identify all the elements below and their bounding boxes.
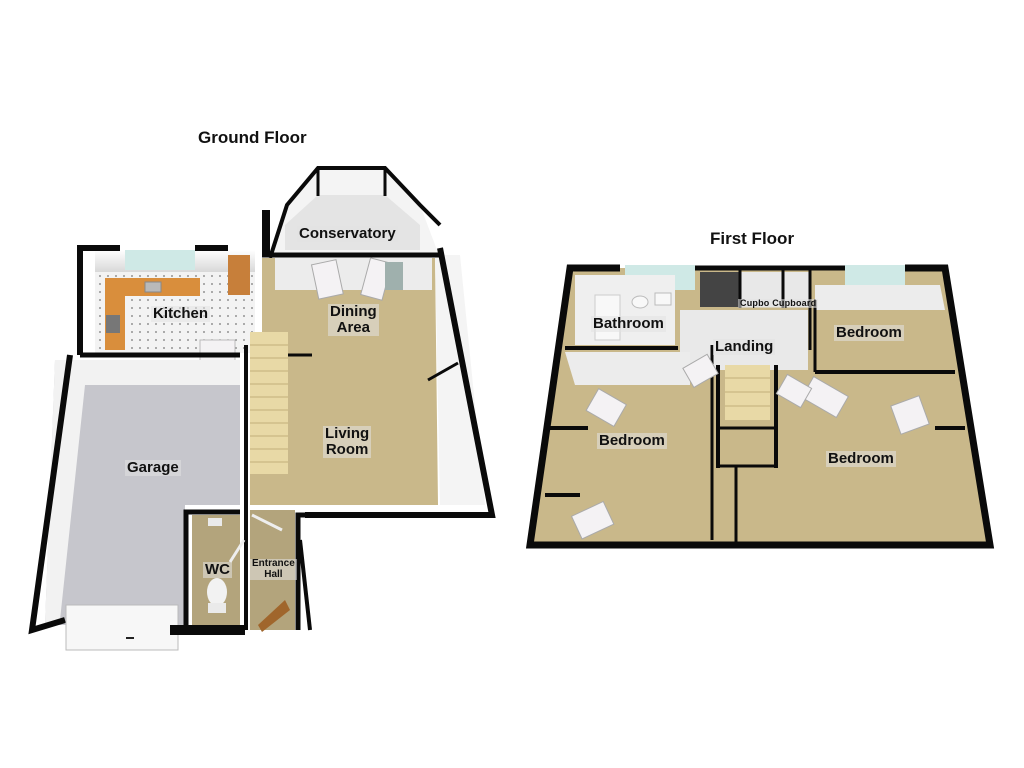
bedroom-left-room xyxy=(545,345,719,540)
first-floor-title: First Floor xyxy=(710,229,795,248)
room-label-bedroom-small: Bedroom xyxy=(834,324,904,341)
room-label-wc: WC xyxy=(203,561,232,578)
room-label-kitchen: Kitchen xyxy=(151,305,211,322)
room-label-bathroom: Bathroom xyxy=(591,315,666,332)
living-dining-room xyxy=(244,247,496,630)
bedroom-right-room xyxy=(775,373,965,435)
room-label-dining-area: Dining Area xyxy=(328,304,379,336)
room-label-entrance-line1: Entrance xyxy=(252,558,295,569)
room-label-bedroom-left: Bedroom xyxy=(597,432,667,449)
ground-floor-title: Ground Floor xyxy=(198,128,307,147)
room-label-garage: Garage xyxy=(125,459,181,476)
room-label-living-room: Living Room xyxy=(323,425,372,458)
room-label-cupboards: Cupbo Cupboard xyxy=(738,298,819,309)
ground-floor-stairs xyxy=(250,332,312,474)
bathroom-room xyxy=(565,275,678,350)
room-label-dining-line1: Dining xyxy=(330,303,377,320)
conservatory-room xyxy=(262,166,442,259)
ground-floor-plan xyxy=(28,166,496,651)
room-label-living-line1: Living xyxy=(325,425,370,442)
garage-room xyxy=(28,352,240,651)
room-label-entrance-hall: Entrance Hall xyxy=(250,558,297,580)
room-label-living-line2: Room xyxy=(325,440,369,458)
room-label-bedroom-right: Bedroom xyxy=(826,450,896,467)
room-label-landing: Landing xyxy=(713,338,776,355)
room-label-conservatory: Conservatory xyxy=(297,225,398,242)
room-label-dining-line2: Area xyxy=(336,318,370,336)
room-label-entrance-line2: Hall xyxy=(264,568,283,580)
